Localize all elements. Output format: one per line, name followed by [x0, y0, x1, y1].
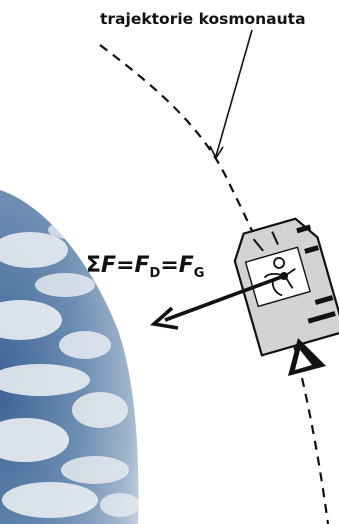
force-origin-dot: [280, 272, 288, 280]
equals-sign-2: =: [160, 253, 178, 278]
velocity-arrowhead-inner: [295, 350, 312, 370]
earth: [0, 190, 139, 524]
force-symbol-g: F: [179, 253, 194, 278]
force-arrow-shaft: [164, 274, 285, 322]
sum-symbol: Σ: [86, 253, 101, 278]
capsule-stripe-2: [304, 245, 320, 254]
label-pointer-line: [215, 29, 253, 157]
capsule-stripe-3: [314, 295, 334, 305]
capsule-detail-line-2: [271, 231, 279, 245]
equals-sign-1: =: [116, 253, 134, 278]
capsule-stripe-4: [307, 311, 336, 324]
capsule-stripe-1: [296, 224, 312, 234]
astronaut-capsule: [233, 217, 339, 357]
astronaut-body: [263, 267, 296, 297]
force-symbol-d: F: [135, 253, 150, 278]
trajectory-label: trajektorie kosmonauta: [100, 10, 306, 28]
force-arrowhead: [149, 306, 179, 330]
force-symbol-sum: F: [101, 253, 116, 278]
force-equation: ΣF=FD=FG: [86, 253, 204, 281]
capsule-detail-line: [252, 238, 264, 252]
subscript-d: D: [150, 266, 161, 281]
label-pointer-arrowhead: [209, 145, 224, 160]
subscript-g: G: [194, 266, 205, 281]
astronaut-head: [273, 257, 285, 269]
